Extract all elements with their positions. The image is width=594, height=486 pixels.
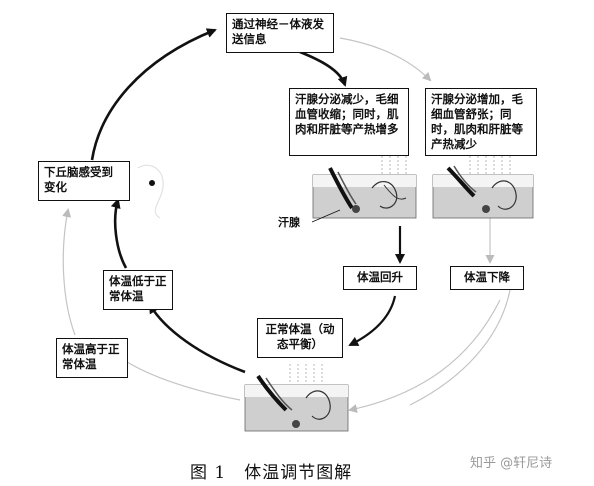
arrow-rise-to-normal (348, 295, 397, 346)
cycle-grey-arc-right (409, 289, 511, 406)
box-below-normal: 体温低于正常体温 (103, 270, 173, 310)
arrow-grey-fall-to-normal (348, 299, 501, 413)
sweat-gland-label: 汗腺 (278, 216, 300, 229)
box-signal: 通过神经－体液发送信息 (226, 13, 334, 53)
cycle-grey-arc-bottom (108, 348, 241, 401)
box-hypothalamus: 下丘脑感受到变化 (38, 161, 130, 201)
box-temp-fall: 体温下降 (450, 266, 524, 290)
arrow-normal-to-low (148, 303, 246, 374)
skin-panel-normal (244, 364, 349, 432)
watermark: 知乎 @轩尼诗 (470, 456, 553, 471)
arrow-hypo-to-signal (90, 28, 217, 161)
arrow-signal-to-response (299, 50, 348, 87)
faint-swirl (137, 164, 164, 219)
box-above-normal: 体温高于正常体温 (56, 338, 128, 378)
skin-panel-hot (432, 156, 534, 219)
skin-panel-cold (311, 156, 417, 223)
box-normal: 正常体温（动态平衡） (257, 318, 343, 358)
box-cold-response: 汗腺分泌减少，毛细血管收缩；同时，肌肉和肝脏等产热增多 (289, 88, 409, 156)
arrow-low-to-hypo (110, 198, 128, 269)
box-hot-response: 汗腺分泌增加，毛细血管舒张；同时，肌肉和肝脏等产热减少 (425, 88, 537, 156)
cycle-grey-arc-left (62, 208, 76, 336)
figure-caption: 图 1 体温调节图解 (190, 463, 353, 483)
dot-marker (149, 180, 155, 186)
box-temp-rise: 体温回升 (343, 266, 417, 290)
cycle-grey-arc-top (339, 37, 432, 82)
